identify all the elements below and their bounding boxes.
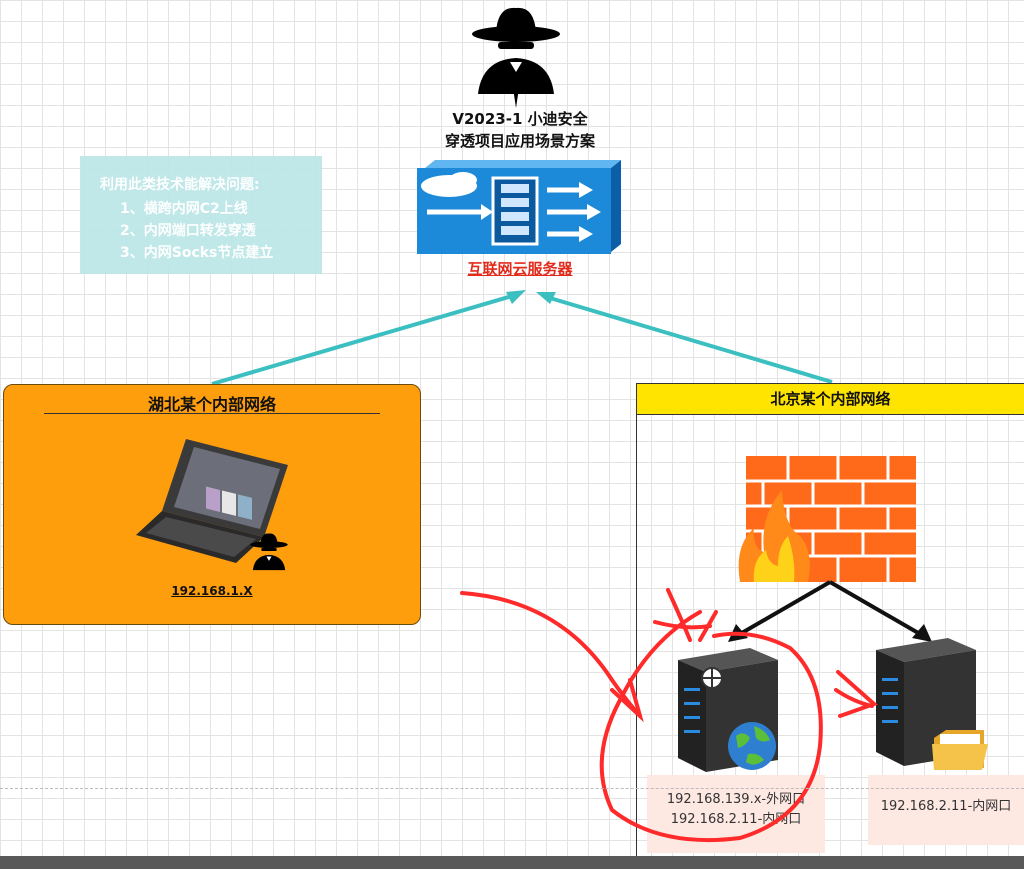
beijing-network-box: 北京某个内部网络: [636, 383, 1024, 869]
hubei-network-box: 湖北某个内部网络 192.168.1.X: [3, 384, 421, 625]
beijing-network-title: 北京某个内部网络: [637, 384, 1024, 415]
hubei-host-ip: 192.168.1.X: [171, 584, 253, 598]
bottom-scrollbar[interactable]: [0, 856, 1024, 869]
title-line-1: V2023-1 小迪安全: [452, 110, 588, 128]
web-server-icon: [678, 648, 778, 772]
info-item: 3、内网Socks节点建立: [120, 245, 274, 261]
cloud-server-label: 互联网云服务器: [467, 260, 573, 278]
info-box: 利用此类技术能解决问题: 1、横跨内网C2上线 2、内网端口转发穿透 3、内网S…: [80, 156, 322, 274]
server1-internal-ip: 192.168.2.11-内网口: [670, 812, 802, 827]
info-heading: 利用此类技术能解决问题:: [100, 177, 260, 193]
title-line-2: 穿透项目应用场景方案: [444, 132, 595, 150]
cloud-router-icon: [417, 160, 621, 254]
server1-external-ip: 192.168.139.x-外网口: [666, 792, 806, 807]
firewall-icon: [738, 456, 916, 582]
divider-line: [0, 788, 1024, 789]
title-divider: [44, 413, 380, 414]
info-item: 1、横跨内网C2上线: [120, 201, 248, 217]
hacker-icon: [472, 7, 560, 108]
laptop-icon: [136, 439, 288, 563]
server2-internal-ip: 192.168.2.11-内网口: [880, 799, 1012, 814]
server2-ip-box: 192.168.2.11-内网口: [868, 775, 1024, 845]
info-item: 2、内网端口转发穿透: [120, 223, 256, 239]
hacker-icon: [250, 533, 288, 571]
diagram-title: V2023-1 小迪安全 穿透项目应用场景方案: [400, 108, 640, 152]
hubei-network-title: 湖北某个内部网络: [147, 395, 276, 414]
file-server-icon: [876, 638, 988, 770]
